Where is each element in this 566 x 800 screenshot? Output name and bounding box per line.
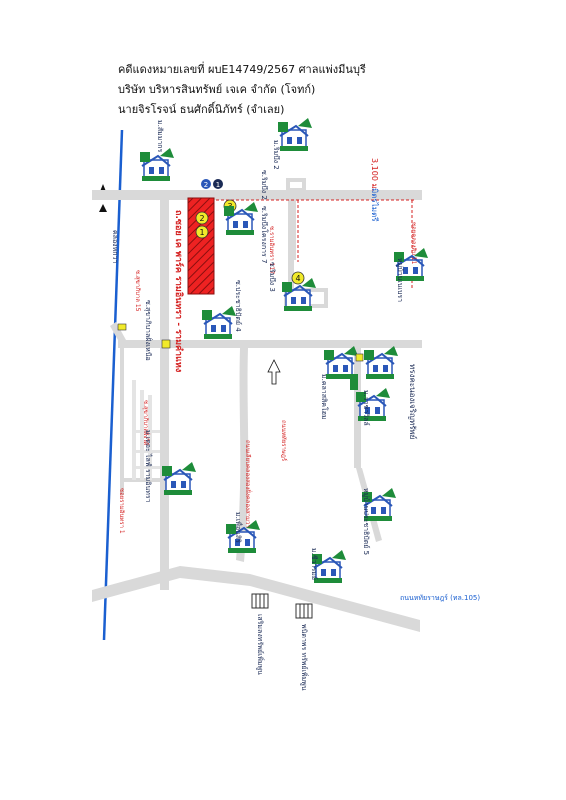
village-icon xyxy=(363,345,399,380)
defendant-line: นายจิรโรจน์ ธนศักดิ์นิภัทร์ (จำเลย) xyxy=(118,103,285,116)
village-icon xyxy=(161,461,197,496)
main-road-label: มิตรไมตรี xyxy=(370,188,379,222)
ramindra-road-label: ถ.ซอย เค พาร์ค รามอินทรา - รามคำแหง xyxy=(173,210,185,372)
svg-text:1: 1 xyxy=(199,228,204,237)
soi-left-c-label: ซ.สุขาภิบาล 15 xyxy=(134,270,141,312)
middle-road xyxy=(118,340,422,348)
building-icon xyxy=(295,603,313,619)
highway-label: ถนนหทัยราษฎร์ (ทล.105) xyxy=(400,594,480,602)
village-plot-right-label: ม.ริมบึง 2 xyxy=(272,140,281,170)
village-icon xyxy=(139,147,175,182)
document-header: คดีแดงหมายเลขที่ ผบE14749/2567 ศาลแพ่งมี… xyxy=(118,60,478,120)
case-number-line: คดีแดงหมายเลขที่ ผบE14749/2567 ศาลแพ่งมี… xyxy=(118,63,366,76)
direction-arrow-icon xyxy=(267,359,281,385)
plot-marker-1: 1 xyxy=(195,225,209,239)
village-lower1-label: ม.เพื่อนสิริ xyxy=(234,512,243,543)
village-icon xyxy=(223,201,259,236)
soi-rimbueng-7-label: ซ.ริมบึงโครงการ 7 xyxy=(260,206,269,263)
village-right-mid2-label: ม.ราชาวิลล์ xyxy=(362,390,370,426)
left-grid-village-roads xyxy=(132,380,160,480)
soi-left-a-label: ซ.สุขาภิบาลฝั่งเหนือ xyxy=(144,300,153,361)
village-icon xyxy=(323,345,359,380)
village-icon xyxy=(277,117,313,152)
svg-text:2: 2 xyxy=(199,214,204,223)
building-2-label: พนิดาพร ทรัพย์เพิ่มพูน xyxy=(300,624,309,691)
landmark-icon xyxy=(355,353,364,362)
svg-text:4: 4 xyxy=(295,274,300,283)
village-right-mid1-label: ม.คลาสสิคโฮม xyxy=(320,374,329,420)
building-icon xyxy=(251,593,269,609)
ramindra-road xyxy=(160,190,169,590)
canal-line xyxy=(102,129,124,641)
soi-rimbueng-2-label: ซ.ริมบึง 2 xyxy=(260,170,269,200)
plaintiff-line: บริษัท บริหารสินทรัพย์ เจเค จำกัด (โจทก์… xyxy=(118,83,316,96)
distance-label: 3,100 ม. xyxy=(370,158,379,191)
landmark-icon xyxy=(161,339,171,349)
soi-rimbueng-3-label: ซ.ริมบึง 3 xyxy=(268,262,277,292)
main-road xyxy=(92,190,422,200)
village-lower2-label: ม.ชีวารมย์ xyxy=(310,548,318,580)
big-vertical-label: ถนนเลียบคลองสองฝั่งคลองสามวา xyxy=(244,440,252,528)
village-right-low-label: หมู่บ้านประชาธิปัตย์ 5 xyxy=(362,488,370,555)
soi-mid-label: ซ.รามอินทรา 117 xyxy=(268,226,275,274)
soi-ram-2-label: ถนนหทัยราษฎร์ xyxy=(280,420,288,462)
pin-2-icon: 2 xyxy=(201,179,211,189)
village-icon xyxy=(355,387,391,422)
village-left-grid-label: ม.เดอะ ไลฟ์ รามอินทรา xyxy=(144,430,153,503)
soi-ram-1-label: ซอยรามอินทรา 1 xyxy=(118,488,125,534)
svg-text:2: 2 xyxy=(204,181,208,189)
landmark-icon xyxy=(117,323,127,331)
building-1-label: เสริมลงทรัพย์เพิ่มพูน xyxy=(256,614,265,675)
soi-right-11-label: ซอยคลองสิบ 11 xyxy=(410,222,417,265)
village-top-left-label: ม.สัมมากร xyxy=(156,120,164,153)
canal-label: คลองหกวา xyxy=(111,230,119,263)
pin-4-icon: 4 xyxy=(291,271,305,285)
village-right-top-label: หมู่บ้านเนเบรา xyxy=(396,258,404,302)
village-icon xyxy=(201,305,237,340)
svg-text:1: 1 xyxy=(216,181,220,189)
village-right-far-label: ทรงคะนองเจริญทรัพย์ xyxy=(408,364,418,439)
pin-1-icon: 1 xyxy=(213,179,223,189)
plot-marker-2: 2 xyxy=(195,211,209,225)
soi-left-b-label: ซ.สุขาภิบาลฝั่งใต้ xyxy=(142,400,150,445)
green-marker xyxy=(350,374,358,390)
soi-prachathipat-4-label: ซ.ประชาธิปัตย์ 4 xyxy=(234,280,242,332)
highway-105 xyxy=(92,566,420,632)
